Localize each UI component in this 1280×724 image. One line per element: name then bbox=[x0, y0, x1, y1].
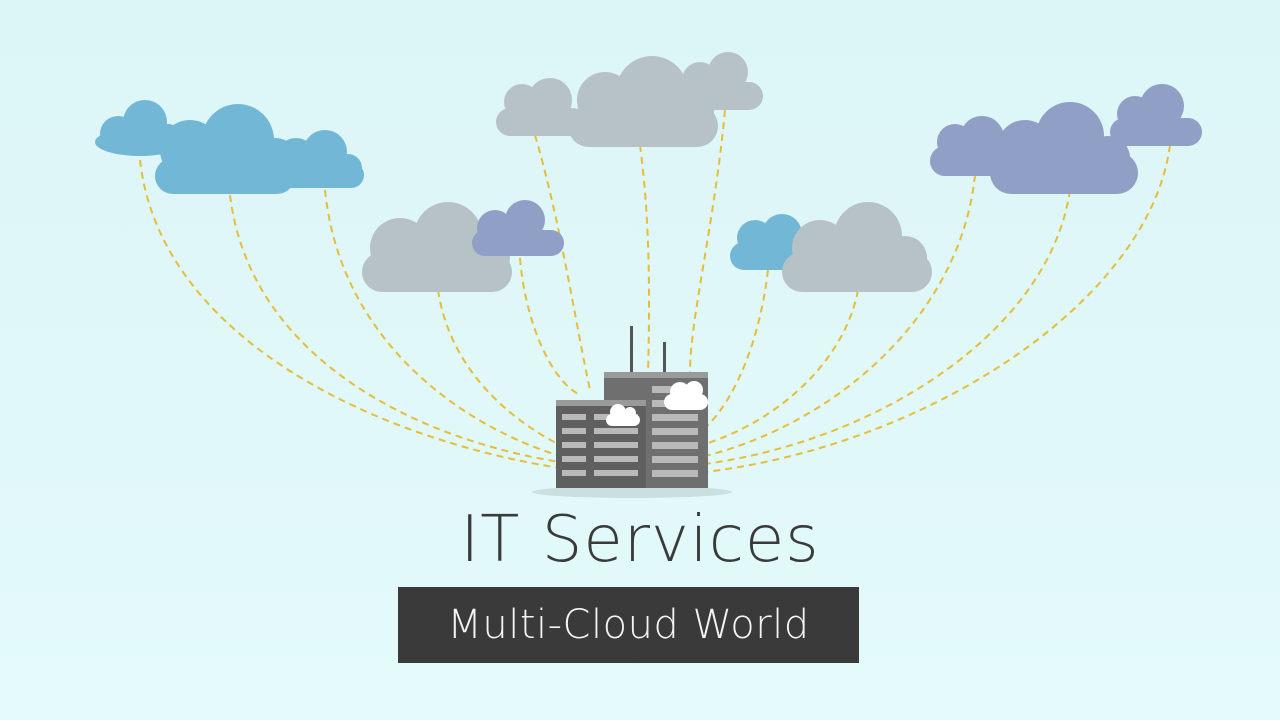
antenna-icon bbox=[663, 342, 666, 376]
cloud-icon bbox=[782, 202, 932, 292]
connector-line bbox=[229, 194, 561, 463]
cloud-icon bbox=[568, 56, 718, 147]
subtitle-banner: Multi-Cloud World bbox=[398, 587, 859, 663]
antenna-icon bbox=[630, 326, 633, 374]
connector-line bbox=[704, 144, 1171, 473]
connector-line bbox=[704, 189, 1071, 465]
page-title: IT Services bbox=[460, 503, 820, 577]
cloud-icon bbox=[496, 78, 586, 136]
cloud-icon bbox=[675, 52, 763, 110]
connector-lines bbox=[139, 109, 1171, 473]
small-cloud-icon bbox=[606, 404, 640, 426]
connector-line bbox=[704, 269, 769, 429]
connector-line bbox=[639, 144, 651, 373]
connector-line bbox=[139, 159, 561, 469]
cloud-icon bbox=[990, 102, 1138, 194]
connector-line bbox=[689, 109, 726, 373]
small-cloud-icon bbox=[664, 381, 708, 410]
connector-line bbox=[534, 134, 591, 391]
cloud-icon bbox=[472, 200, 564, 256]
cloud-icon bbox=[1110, 84, 1202, 146]
office-building-icon bbox=[532, 326, 732, 498]
cloud-icon bbox=[272, 130, 364, 188]
connector-line bbox=[437, 289, 563, 447]
connector-line bbox=[519, 257, 581, 396]
connector-line bbox=[704, 289, 859, 445]
connector-line bbox=[704, 174, 976, 457]
